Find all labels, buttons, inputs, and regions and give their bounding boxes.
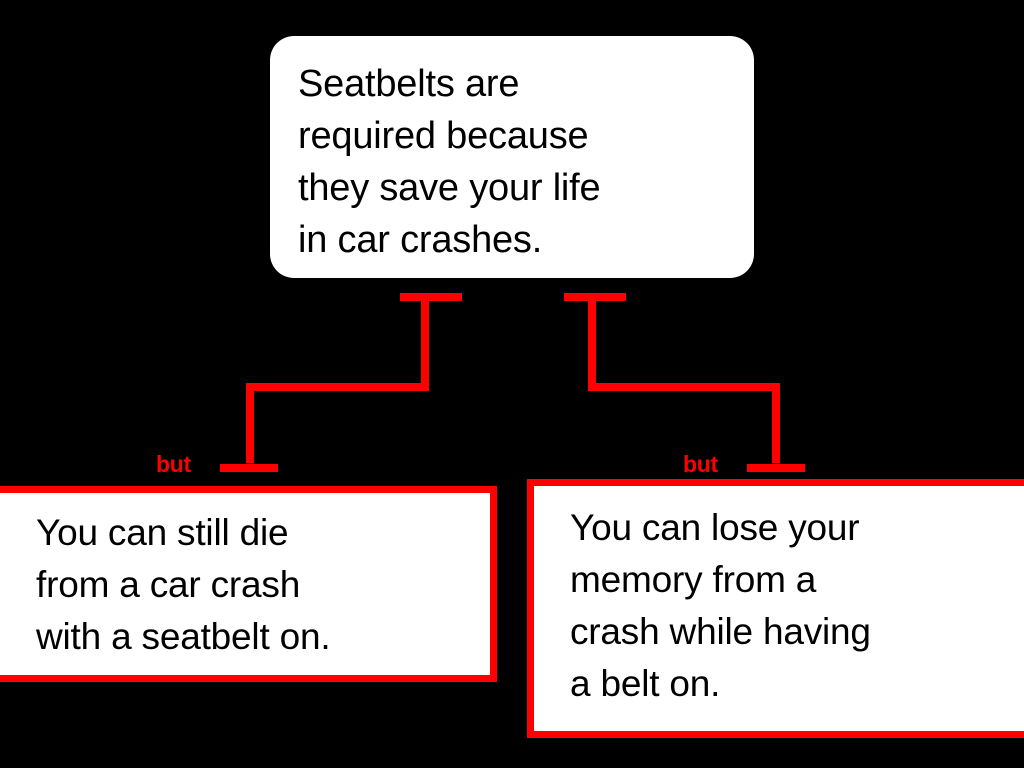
left-branch-bottom-stub	[220, 464, 278, 472]
right-rebuttal-text: You can lose your memory from a crash wh…	[570, 507, 871, 704]
right-branch-vertical-upper	[588, 301, 596, 383]
left-branch-vertical-lower	[246, 383, 254, 463]
right-rebuttal-box[interactable]: You can lose your memory from a crash wh…	[527, 479, 1024, 738]
left-relation-label: but	[156, 451, 191, 477]
right-branch-top-stub	[564, 293, 626, 301]
right-branch-vertical-lower	[772, 383, 780, 463]
right-branch-horizontal	[588, 383, 780, 391]
left-rebuttal-text: You can still die from a car crash with …	[36, 512, 331, 657]
claim-text: Seatbelts are required because they save…	[298, 63, 601, 261]
right-relation-label: but	[683, 451, 718, 477]
right-branch-bottom-stub	[747, 464, 805, 472]
left-branch-vertical-upper	[421, 301, 429, 383]
claim-box[interactable]: Seatbelts are required because they save…	[270, 36, 754, 278]
left-branch-top-stub	[400, 293, 462, 301]
left-branch-horizontal	[246, 383, 429, 391]
left-rebuttal-box[interactable]: You can still die from a car crash with …	[0, 486, 497, 682]
